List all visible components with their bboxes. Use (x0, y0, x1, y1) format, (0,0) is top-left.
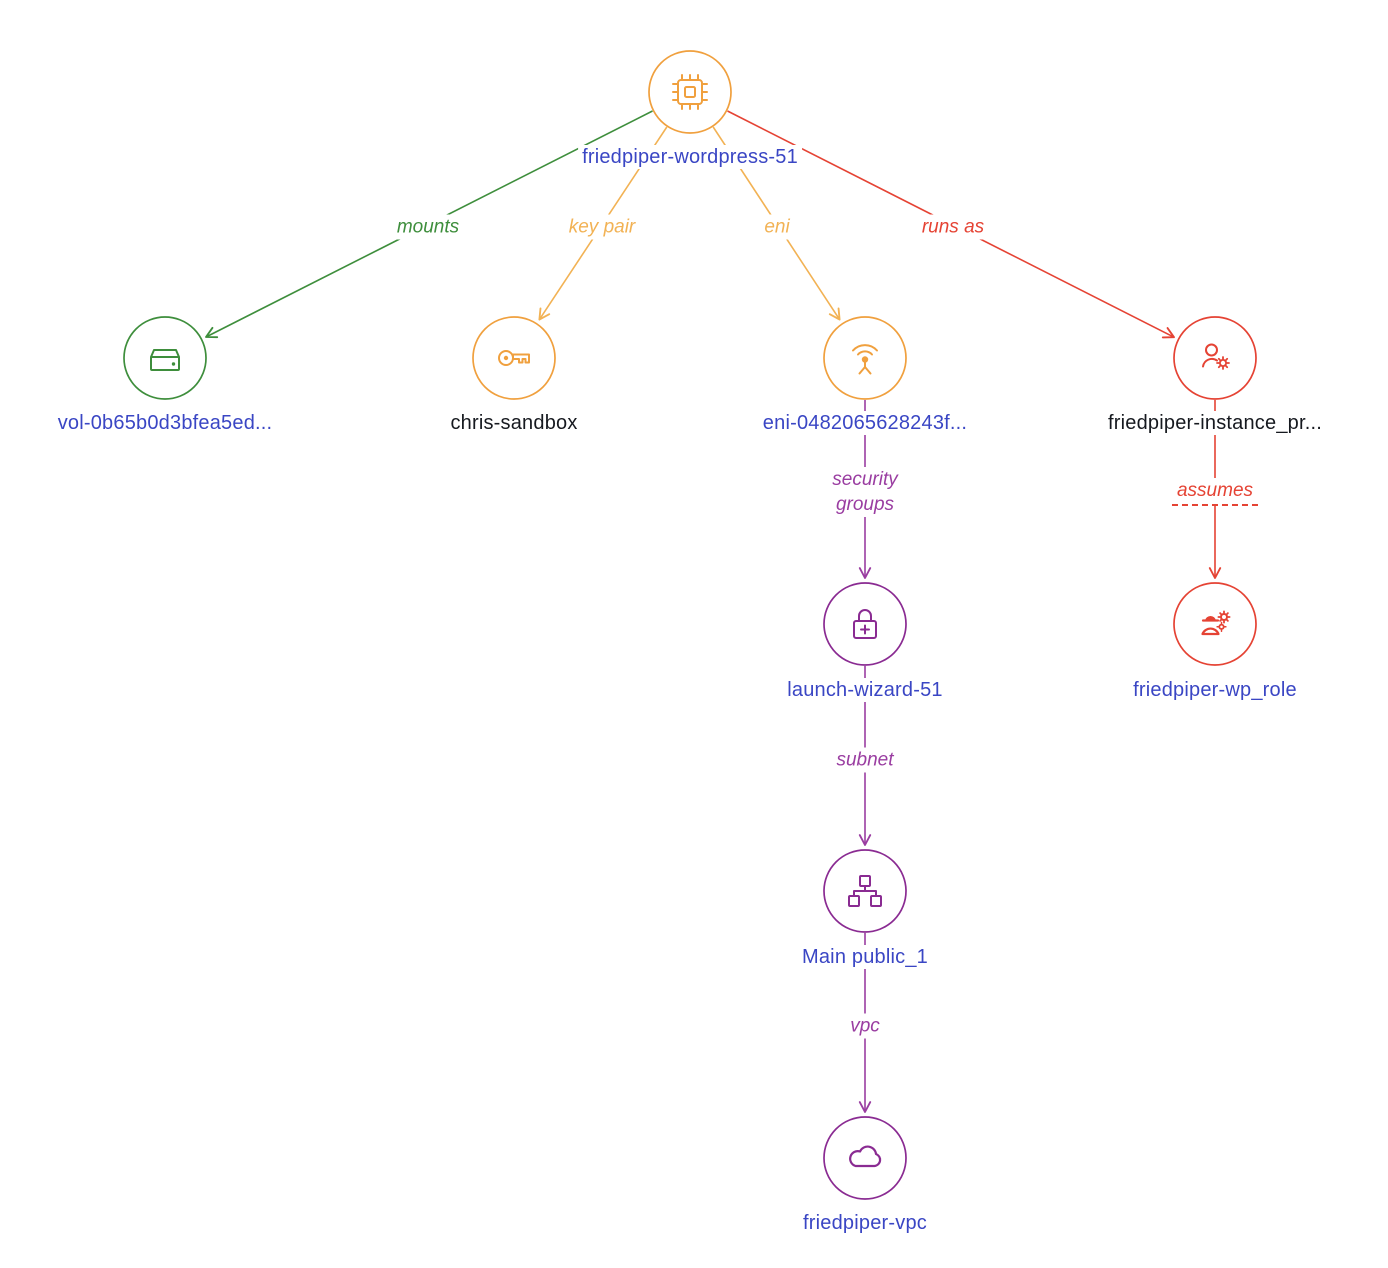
edge-label-runs-as: runs as (916, 214, 990, 240)
node-label-vpc[interactable]: friedpiper-vpc (799, 1211, 931, 1235)
edge-label-security-groups: security groups (827, 467, 903, 517)
user-gear-icon (1202, 343, 1230, 370)
node-iam-role[interactable] (1173, 582, 1257, 666)
edge-label-mounts: mounts (391, 214, 465, 240)
cpu-chip-icon (672, 74, 708, 110)
node-label-subnet[interactable]: Main public_1 (797, 945, 933, 969)
edge-label-key-pair: key pair (563, 214, 641, 240)
edge-label-subnet: subnet (831, 747, 899, 773)
node-label-network-interface[interactable]: eni-0482065628243f... (758, 411, 972, 435)
node-label-ec2-instance[interactable]: friedpiper-wordpress-51 (578, 145, 802, 169)
node-vpc[interactable] (823, 1116, 907, 1200)
edge-label-eni: eni (759, 214, 795, 240)
node-label-iam-role[interactable]: friedpiper-wp_role (1129, 678, 1301, 702)
node-label-key-pair: chris-sandbox (446, 411, 582, 435)
antenna-icon (852, 344, 878, 375)
node-subnet[interactable] (823, 849, 907, 933)
storage-volume-icon (150, 349, 180, 371)
engineer-gears-icon (1201, 610, 1231, 636)
node-security-group[interactable] (823, 582, 907, 666)
node-volume[interactable] (123, 316, 207, 400)
node-label-instance-profile: friedpiper-instance_pr... (1103, 411, 1327, 435)
key-icon (498, 350, 530, 366)
edge-label-vpc: vpc (845, 1013, 885, 1039)
padlock-plus-icon (853, 609, 877, 639)
node-instance-profile[interactable] (1173, 316, 1257, 400)
node-network-interface[interactable] (823, 316, 907, 400)
edge-label-assumes: assumes (1171, 478, 1259, 506)
node-label-volume[interactable]: vol-0b65b0d3bfea5ed... (53, 411, 277, 435)
node-ec2-instance[interactable] (648, 50, 732, 134)
node-key-pair[interactable] (472, 316, 556, 400)
hierarchy-icon (848, 875, 882, 907)
cloud-icon (849, 1145, 882, 1168)
node-label-security-group[interactable]: launch-wizard-51 (783, 678, 947, 702)
